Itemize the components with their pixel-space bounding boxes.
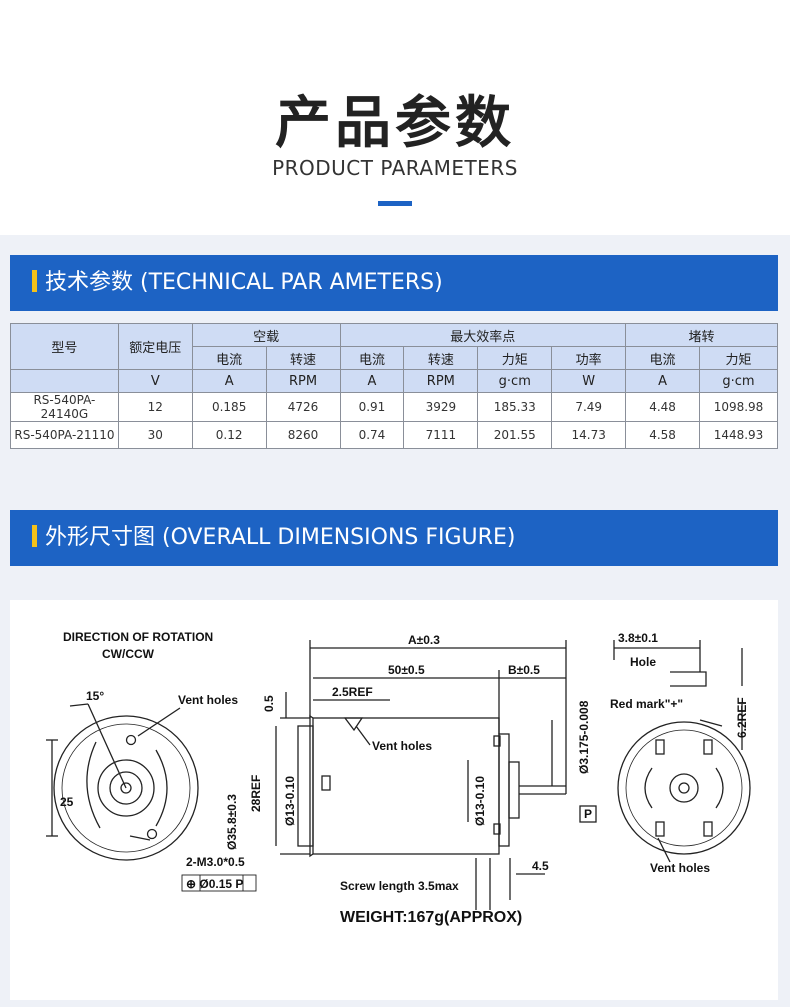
unit-cell: V bbox=[117, 369, 193, 393]
dim-28ref-label: 28REF bbox=[249, 775, 263, 812]
header-stall: 堵转 bbox=[625, 323, 778, 347]
section-marker bbox=[32, 270, 37, 292]
dim-13-right-label: Ø13-0.10 bbox=[473, 776, 487, 826]
dim-3-8-label: 3.8±0.1 bbox=[618, 631, 658, 645]
rotation-label: DIRECTION OF ROTATION bbox=[63, 630, 213, 644]
unit-cell: A bbox=[191, 369, 267, 393]
section-header-technical: 技术参数 (TECHNICAL PAR AMETERS) bbox=[10, 255, 778, 311]
left-view-boss bbox=[97, 759, 155, 817]
table-cell: 30 bbox=[117, 421, 193, 449]
drawing-svg: DIRECTION OF ROTATION CW/CCW 15° Vent ho… bbox=[46, 630, 751, 926]
table-cell: 0.74 bbox=[339, 421, 405, 449]
dim-b-label: B±0.5 bbox=[508, 663, 540, 677]
unit-cell: RPM bbox=[265, 369, 341, 393]
dim-35-8-label: Ø35.8±0.3 bbox=[225, 794, 239, 850]
table-cell: 0.12 bbox=[191, 421, 267, 449]
subheader-cell: 功率 bbox=[551, 346, 627, 370]
table-cell: 8260 bbox=[265, 421, 341, 449]
table-cell: 1098.98 bbox=[699, 392, 778, 422]
right-view-outer bbox=[617, 721, 751, 855]
subheader-cell: 电流 bbox=[191, 346, 267, 370]
rotation-sub-label: CW/CCW bbox=[102, 647, 155, 661]
page-title: 产品参数 bbox=[275, 91, 515, 156]
table-cell: 14.73 bbox=[551, 421, 627, 449]
datum-p-label: P bbox=[584, 807, 592, 821]
header-model: 型号 bbox=[10, 323, 119, 370]
table-cell: 1448.93 bbox=[699, 421, 778, 449]
dim-25-label: 25 bbox=[60, 795, 74, 809]
red-mark-label: Red mark"+" bbox=[610, 697, 683, 711]
hole-label: Hole bbox=[630, 655, 656, 669]
unit-cell: A bbox=[625, 369, 700, 393]
subheader-cell: 电流 bbox=[339, 346, 405, 370]
dim-shaft-label: Ø3.175-0.008 bbox=[577, 700, 591, 774]
subheader-cell: 转速 bbox=[403, 346, 479, 370]
unit-cell: W bbox=[551, 369, 627, 393]
header-max-efficiency: 最大效率点 bbox=[339, 323, 627, 347]
vent-holes-right-label: Vent holes bbox=[650, 861, 710, 875]
dim-0-5-label: 0.5 bbox=[262, 695, 276, 712]
header-area: 产品参数 PRODUCT PARAMETERS bbox=[0, 0, 790, 235]
vent-holes-left-label: Vent holes bbox=[178, 693, 238, 707]
table-cell: 3929 bbox=[403, 392, 479, 422]
dimension-drawing: DIRECTION OF ROTATION CW/CCW 15° Vent ho… bbox=[10, 600, 778, 1000]
dim-13-left-label: Ø13-0.10 bbox=[283, 776, 297, 826]
table-cell: 4.58 bbox=[625, 421, 700, 449]
unit-cell: g·cm bbox=[699, 369, 778, 393]
table-cell: 7111 bbox=[403, 421, 479, 449]
table-cell: RS-540PA-21110 bbox=[10, 421, 119, 449]
units-blank bbox=[10, 369, 119, 393]
unit-cell: g·cm bbox=[477, 369, 553, 393]
table-cell: 201.55 bbox=[477, 421, 553, 449]
dim-2-5ref-label: 2.5REF bbox=[332, 685, 373, 699]
unit-cell: A bbox=[339, 369, 405, 393]
table-cell: 0.185 bbox=[191, 392, 267, 422]
title-underline bbox=[378, 201, 412, 206]
subheader-cell: 电流 bbox=[625, 346, 700, 370]
left-view-outer bbox=[53, 715, 199, 861]
header-noload: 空载 bbox=[191, 323, 341, 347]
screw-length-label: Screw length 3.5max bbox=[340, 879, 459, 893]
table-cell: 12 bbox=[117, 392, 193, 422]
unit-cell: RPM bbox=[403, 369, 479, 393]
mount-holes-label: 2-M3.0*0.5 bbox=[186, 855, 245, 869]
dim-50-label: 50±0.5 bbox=[388, 663, 425, 677]
header-voltage: 额定电压 bbox=[117, 323, 193, 370]
weight-label: WEIGHT:167g(APPROX) bbox=[340, 909, 522, 926]
section-title-dimensions: 外形尺寸图 (OVERALL DIMENSIONS FIGURE) bbox=[45, 525, 516, 550]
table-cell: 4.48 bbox=[625, 392, 700, 422]
table-cell: 0.91 bbox=[339, 392, 405, 422]
section-marker bbox=[32, 525, 37, 547]
dim-4-5-label: 4.5 bbox=[532, 859, 549, 873]
section-title-technical: 技术参数 (TECHNICAL PAR AMETERS) bbox=[45, 270, 443, 295]
table-cell: 7.49 bbox=[551, 392, 627, 422]
subheader-cell: 转速 bbox=[265, 346, 341, 370]
table-cell: 185.33 bbox=[477, 392, 553, 422]
angle-label: 15° bbox=[86, 689, 104, 703]
page-subtitle: PRODUCT PARAMETERS bbox=[272, 156, 518, 180]
section-header-dimensions: 外形尺寸图 (OVERALL DIMENSIONS FIGURE) bbox=[10, 510, 778, 566]
vent-holes-side-label: Vent holes bbox=[372, 739, 432, 753]
dim-a-label: A±0.3 bbox=[408, 633, 440, 647]
dim-6-2ref-label: 6.2REF bbox=[735, 697, 749, 738]
table-cell: 4726 bbox=[265, 392, 341, 422]
tolerance-label: ⊕ Ø0.15 P bbox=[186, 877, 243, 891]
subheader-cell: 力矩 bbox=[699, 346, 778, 370]
table-cell: RS-540PA-24140G bbox=[10, 392, 119, 422]
subheader-cell: 力矩 bbox=[477, 346, 553, 370]
subheader-row: 电流转速电流转速力矩功率电流力矩 bbox=[10, 346, 778, 370]
